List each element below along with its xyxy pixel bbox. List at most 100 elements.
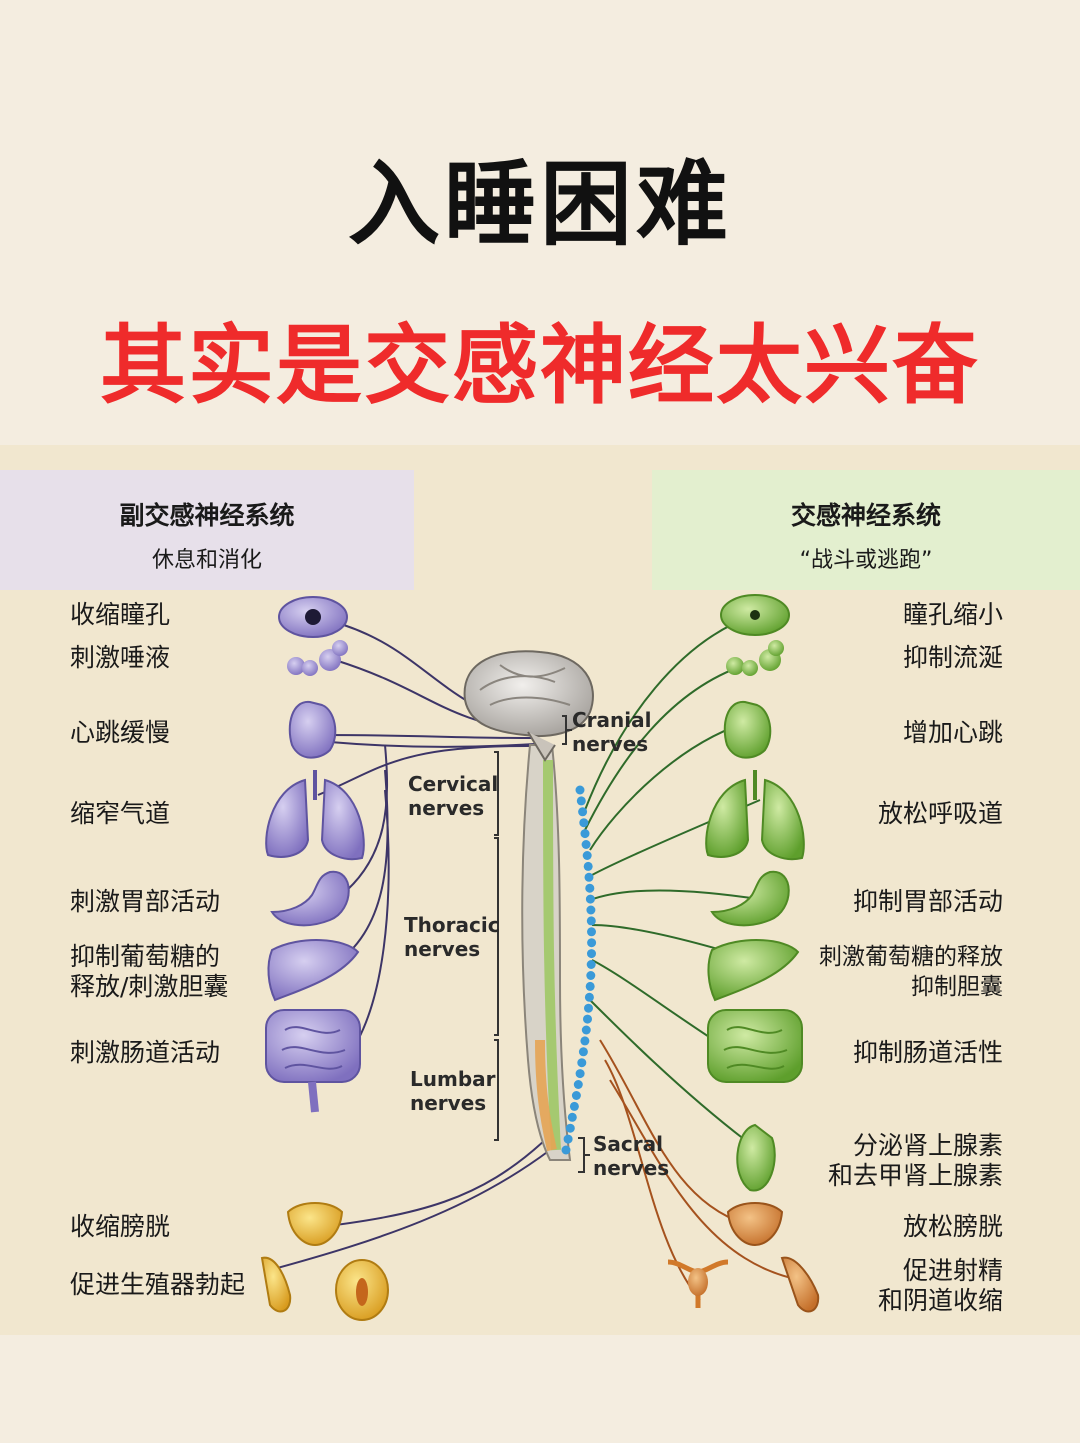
- thoracic-nerves-label: Thoracic nerves: [404, 913, 500, 961]
- para-effect-stomach: 刺激胃部活动: [70, 887, 221, 916]
- sympathetic-subtitle: “战斗或逃跑”: [799, 548, 933, 573]
- pelvic-organs: [260, 1202, 820, 1321]
- chain-ganglion: [585, 981, 595, 991]
- male-genital-icon: [260, 1256, 292, 1313]
- symp-effect-gallbladder: 抑制胆囊: [911, 974, 1003, 1000]
- sympathetic-title: 交感神经系统: [790, 501, 941, 530]
- sacral-nerves-label: Sacral nerves: [593, 1132, 670, 1180]
- male-genital-icon: [780, 1256, 820, 1313]
- chain-ganglion: [587, 949, 596, 959]
- spinal-cord: [521, 744, 572, 1161]
- chain-ganglion: [585, 883, 595, 893]
- parasympathetic-subtitle: 休息和消化: [151, 548, 262, 573]
- para-effect-airway: 缩窄气道: [70, 799, 171, 828]
- symp-effect-adrenaline-2: 和去甲肾上腺素: [827, 1161, 1003, 1190]
- brain: [463, 650, 594, 762]
- chain-ganglion: [586, 971, 596, 980]
- chain-ganglion: [580, 1036, 590, 1046]
- symp-effect-adrenaline-1: 分泌肾上腺素: [852, 1131, 1003, 1160]
- symp-effect-saliva: 抑制流涎: [902, 643, 1003, 672]
- chain-ganglion: [582, 851, 592, 860]
- symp-effect-genital-1: 促进射精: [902, 1256, 1003, 1285]
- parasympathetic-title: 副交感神经系统: [119, 501, 295, 530]
- chain-ganglion: [587, 938, 597, 948]
- para-effect-bladder: 收缩膀胱: [70, 1212, 171, 1241]
- eye-icon: [278, 596, 348, 638]
- chain-ganglion: [584, 992, 594, 1002]
- chain-ganglion: [580, 829, 590, 839]
- stomach-icon: [710, 870, 790, 927]
- page-title: 入睡困难: [347, 151, 732, 258]
- para-effect-glucose-2: 释放/刺激胆囊: [70, 972, 229, 1001]
- lungs-icon: [265, 770, 365, 860]
- salivary-glands-icon: [287, 640, 348, 676]
- chain-ganglion: [581, 1025, 591, 1035]
- salivary-glands-icon: [726, 640, 784, 676]
- symp-effect-bladder: 放松膀胱: [902, 1212, 1003, 1241]
- sympathetic-header: 交感神经系统 “战斗或逃跑”: [652, 470, 1080, 590]
- heart-icon: [288, 700, 337, 759]
- chain-ganglion: [561, 1145, 571, 1155]
- para-effect-glucose-1: 抑制葡萄糖的: [70, 942, 221, 971]
- sympathetic-chain: [561, 785, 597, 1155]
- chain-ganglion: [571, 1091, 581, 1100]
- para-effect-heart: 心跳缓慢: [70, 718, 171, 747]
- lumbar-nerves-label: Lumbar nerves: [410, 1067, 496, 1115]
- para-effect-intestine: 刺激肠道活动: [70, 1038, 221, 1067]
- cranial-nerves-label: Cranial nerves: [572, 708, 652, 756]
- pelvic-nerve-lines: [599, 1039, 801, 1301]
- para-effect-genital: 促进生殖器勃起: [70, 1270, 246, 1299]
- female-genital-icon: [335, 1259, 389, 1321]
- chain-ganglion: [578, 1047, 588, 1057]
- liver-icon: [267, 939, 360, 1002]
- adrenal-kidney-icon: [736, 1123, 776, 1192]
- symp-effect-stomach: 抑制胃部活动: [852, 887, 1003, 916]
- symp-effect-intestine: 抑制肠道活性: [852, 1038, 1003, 1067]
- cervical-nerves-label: Cervical nerves: [408, 772, 499, 820]
- chain-ganglion: [576, 796, 586, 806]
- uterus-icon: [667, 1259, 729, 1308]
- symp-effect-pupil: 瞳孔缩小: [902, 600, 1003, 629]
- parasympathetic-organs: [265, 596, 365, 1113]
- chain-ganglion: [581, 840, 591, 849]
- bladder-icon: [286, 1202, 344, 1247]
- chain-ganglion: [567, 1112, 577, 1122]
- chain-ganglion: [586, 960, 596, 969]
- stomach-icon: [270, 870, 350, 927]
- symp-effect-genital-2: 和阴道收缩: [877, 1286, 1003, 1315]
- heart-icon: [723, 700, 772, 759]
- chain-ganglion: [573, 1080, 583, 1089]
- chain-ganglion: [577, 1058, 587, 1068]
- chain-ganglion: [569, 1101, 579, 1111]
- chain-ganglion: [584, 872, 594, 882]
- lungs-icon: [705, 770, 805, 860]
- chain-ganglion: [575, 785, 585, 795]
- intestines-icon: [265, 1009, 361, 1113]
- chain-ganglion: [586, 905, 596, 915]
- symp-effect-airway: 放松呼吸道: [877, 799, 1003, 828]
- liver-icon: [707, 939, 800, 1002]
- nerve-brackets: [494, 715, 590, 1173]
- chain-ganglion: [583, 861, 593, 871]
- chain-ganglion: [578, 807, 588, 817]
- para-effect-saliva: 刺激唾液: [70, 643, 171, 672]
- chain-ganglion: [587, 927, 596, 937]
- chain-ganglion: [586, 916, 596, 926]
- eye-icon: [720, 594, 790, 636]
- chain-ganglion: [563, 1134, 573, 1144]
- page-subtitle: 其实是交感神经太兴奋: [100, 316, 980, 416]
- chain-ganglion: [585, 894, 595, 904]
- intestines-icon: [707, 1009, 803, 1083]
- chain-ganglion: [579, 818, 589, 828]
- sympathetic-organs: [705, 594, 805, 1192]
- bladder-icon: [726, 1202, 784, 1247]
- chain-ganglion: [575, 1069, 585, 1079]
- para-effect-pupil: 收缩瞳孔: [70, 600, 171, 629]
- chain-ganglion: [583, 1014, 592, 1024]
- chain-ganglion: [584, 1003, 593, 1013]
- symp-effect-heart: 增加心跳: [902, 718, 1003, 747]
- symp-effect-glucose: 刺激葡萄糖的释放: [819, 944, 1003, 970]
- chain-ganglion: [565, 1123, 575, 1133]
- parasympathetic-header: 副交感神经系统 休息和消化: [0, 470, 414, 590]
